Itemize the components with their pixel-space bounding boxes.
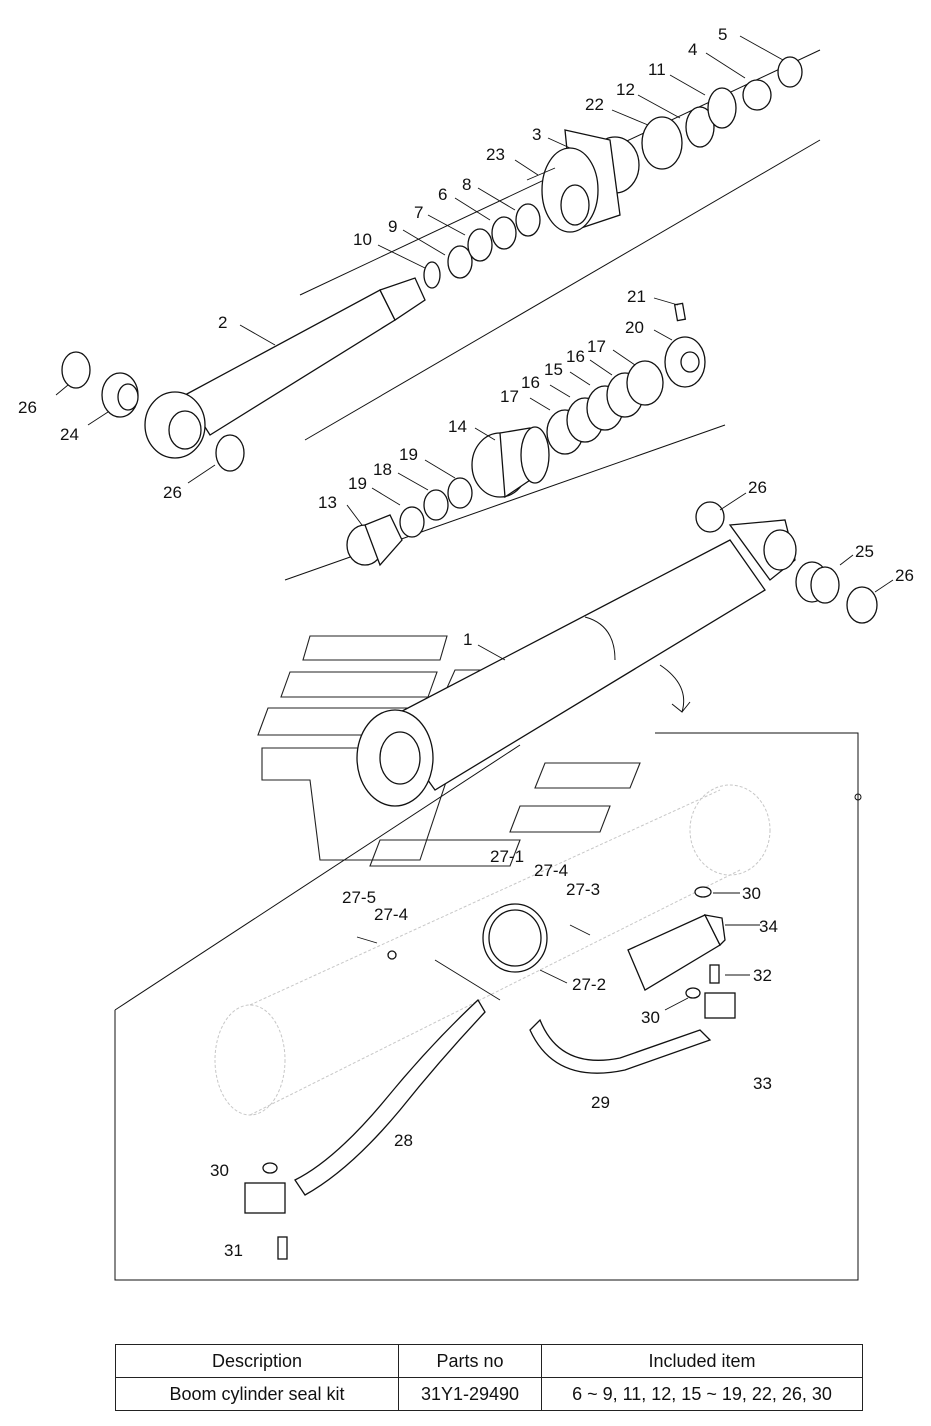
callout-11: 11 [648,60,666,79]
callout-21: 21 [627,287,646,306]
part-3-rod-cover [541,129,640,233]
part-33-flange [704,992,736,1019]
cell-description: Boom cylinder seal kit [115,1377,399,1411]
detail-arrow-icon [659,664,691,713]
callout-2: 2 [218,313,227,332]
part-14-piston [471,426,550,499]
callout-27-2: 27-2 [572,975,606,994]
callout-29: 29 [591,1093,610,1112]
callout-10: 10 [353,230,372,249]
header-included-item: Included item [541,1344,863,1378]
callout-18: 18 [373,460,392,479]
callout-27-3: 27-3 [566,880,600,899]
callout-16: 16 [521,373,540,392]
callout-32: 32 [753,966,772,985]
table-header-row: Description Parts no Included item [115,1344,863,1378]
callout-15: 15 [544,360,563,379]
part-25-bushing [795,561,840,604]
seal-rings-rod-side [423,203,541,289]
callout-17: 17 [500,387,519,406]
exploded-parts-diagram: 5 4 11 12 22 3 23 8 6 7 9 10 2 26 24 26 … [18,25,914,1281]
part-20-nut [664,336,706,388]
part-26-dust-seals [61,351,878,624]
callout-9: 9 [388,217,397,236]
callout-26: 26 [163,483,182,502]
cell-included-item: 6 ~ 9, 11, 12, 15 ~ 19, 22, 26, 30 [541,1377,863,1411]
callout-1: 1 [463,630,472,649]
callout-25: 25 [855,542,874,561]
callout-26: 26 [18,398,37,417]
part-31-flange [244,1182,286,1214]
callout-27-4: 27-4 [534,861,568,880]
callout-26: 26 [895,566,914,585]
part-30-oring [694,886,712,898]
part-23-bolt [526,167,556,181]
callout-27-1: 27-1 [490,847,524,866]
callout-5: 5 [718,25,727,44]
part-31-bolt [277,1236,288,1260]
seal-kit-table: Description Parts no Included item Boom … [115,1344,863,1411]
callout-24: 24 [60,425,79,444]
callout-16: 16 [566,347,585,366]
callout-3: 3 [532,125,541,144]
header-parts-no: Parts no [398,1344,542,1378]
callout-19: 19 [348,474,367,493]
callout-12: 12 [616,80,635,99]
callout-30: 30 [742,884,761,903]
callout-28: 28 [394,1131,413,1150]
callout-34: 34 [759,917,778,936]
part-27-clamp [482,903,548,973]
callout-7: 7 [414,203,423,222]
callout-17: 17 [587,337,606,356]
callout-30: 30 [641,1008,660,1027]
part-30-oring [685,987,701,999]
part-1-cylinder-tube [356,519,797,807]
part-24-bushing [101,372,139,418]
callout-19: 19 [399,445,418,464]
callout-33: 33 [753,1074,772,1093]
callout-31: 31 [224,1241,243,1260]
callout-27-4: 27-4 [374,905,408,924]
part-27-4-washer [387,950,397,960]
callout-26: 26 [748,478,767,497]
part-13-spacer [346,514,403,567]
table-row: Boom cylinder seal kit 31Y1-29490 6 ~ 9,… [115,1377,863,1411]
header-description: Description [115,1344,399,1378]
part-27-3-bolt [569,924,591,936]
frame-marker [854,793,862,801]
callout-23: 23 [486,145,505,164]
detail-frame-diagonal [114,744,521,1011]
ghost-cylinder [214,784,771,1116]
part-29-pipe [529,1018,712,1074]
piston-seal-rings [399,360,664,538]
callout-14: 14 [448,417,467,436]
callout-4: 4 [688,40,697,59]
part-2-piston-rod [144,277,426,459]
callout-20: 20 [625,318,644,337]
callout-22: 22 [585,95,604,114]
part-30-oring [262,1162,278,1174]
detail-frame [114,732,859,1281]
divider-line-1 [304,139,821,441]
part-27-5-bolt [356,936,378,944]
part-32-bolt [709,964,720,984]
part-34-block [627,914,726,991]
callout-8: 8 [462,175,471,194]
callout-6: 6 [438,185,447,204]
callout-13: 13 [318,493,337,512]
seal-rings-gland-side [641,56,803,170]
callout-30: 30 [210,1161,229,1180]
leader-lines [55,35,894,1011]
part-28-pipe [294,998,486,1196]
cell-parts-no: 31Y1-29490 [398,1377,542,1411]
part-21-set-screw [673,302,687,322]
callout-labels: 5 4 11 12 22 3 23 8 6 7 9 10 2 26 24 26 … [18,25,914,1260]
callout-27-5: 27-5 [342,888,376,907]
